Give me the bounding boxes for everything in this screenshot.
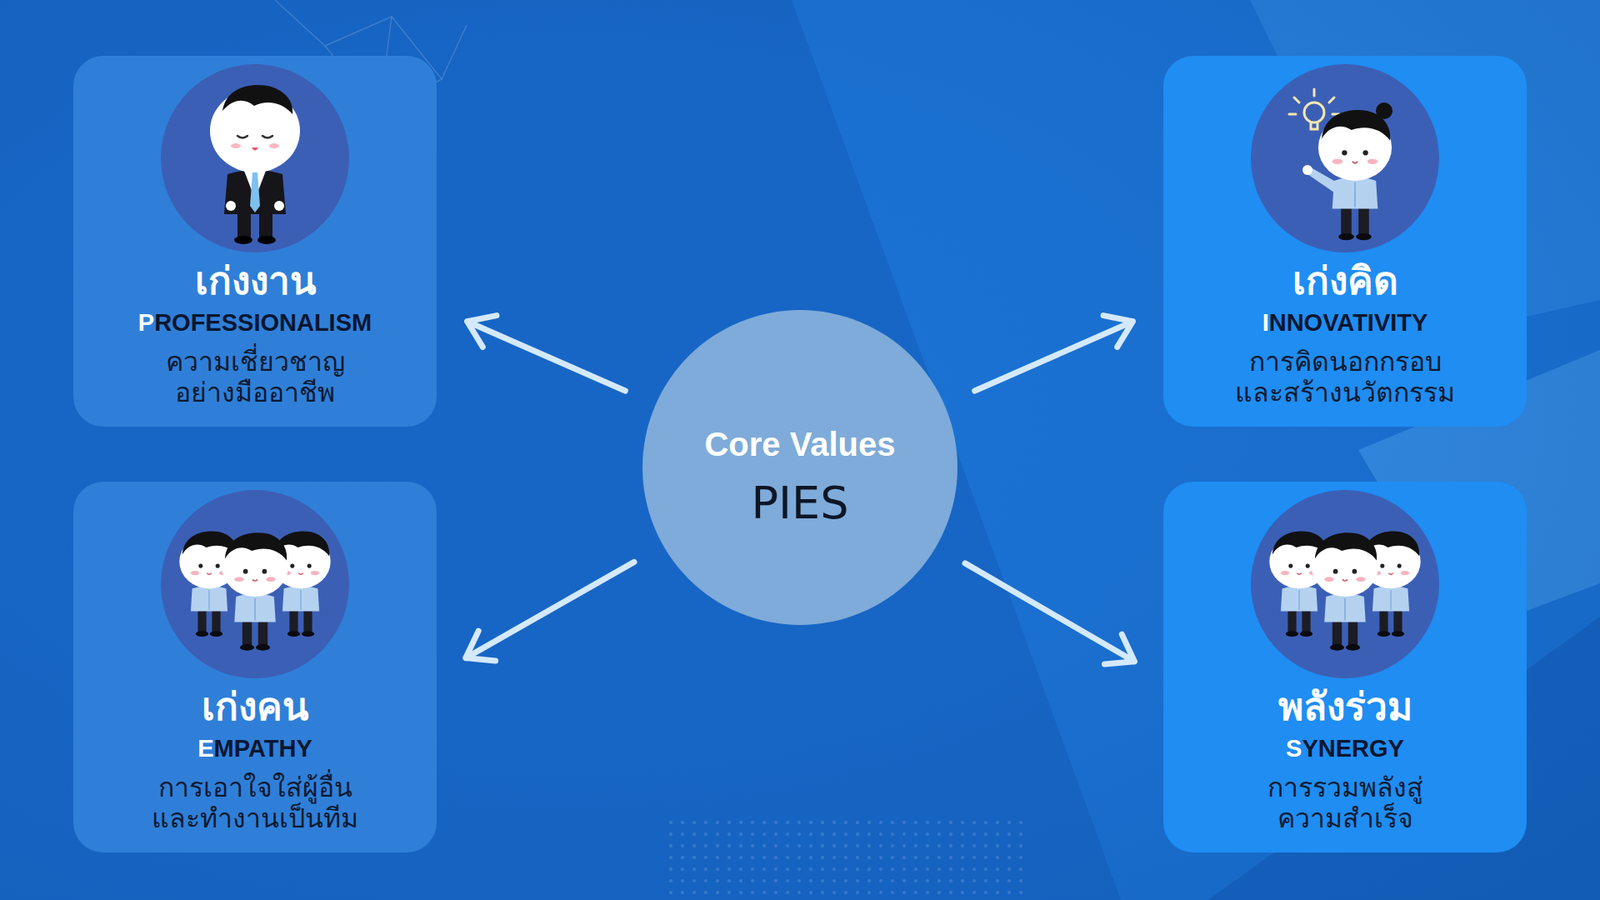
idea-illustration bbox=[1250, 64, 1440, 253]
arrow-connector bbox=[965, 563, 1135, 665]
value-description: การเอาใจใส่ผู้อื่น และทำงานเป็นทีม bbox=[90, 772, 420, 835]
core-heading: Core Values bbox=[704, 424, 895, 465]
core-circle: Core ValuesPIES bbox=[642, 310, 958, 625]
value-description: การคิดนอกกรอบ และสร้างนวัตกรรม bbox=[1180, 346, 1510, 409]
team-illustration bbox=[1250, 490, 1440, 679]
arrow-connector bbox=[975, 315, 1134, 391]
value-title: เก่งคน bbox=[90, 684, 420, 730]
arrow-connector bbox=[467, 315, 626, 391]
value-description: การรวมพลังสู่ ความสำเร็จ bbox=[1180, 772, 1510, 835]
value-name: EMPATHY bbox=[90, 734, 420, 763]
arrow-connector bbox=[465, 561, 635, 661]
professional-illustration bbox=[160, 64, 350, 253]
value-name: SYNERGY bbox=[1180, 734, 1510, 763]
value-card: เก่งคน EMPATHY การเอาใจใส่ผู้อื่น และทำงาน… bbox=[73, 481, 437, 853]
value-title: เก่งคิด bbox=[1180, 258, 1510, 304]
value-description: ความเชี่ยวชาญ อย่างมืออาชีพ bbox=[90, 346, 420, 409]
value-card: พลังร่วม SYNERGY การรวมพลังสู่ ความสำเร็จ bbox=[1163, 481, 1527, 853]
value-card: เก่งคิด INNOVATIVITY การคิดนอกกรอบ และสร้า… bbox=[1163, 55, 1527, 427]
team-illustration bbox=[160, 490, 350, 679]
value-card: เก่งงาน PROFESSIONALISM ความเชี่ยวชาญ อย่า… bbox=[73, 55, 437, 427]
value-name: INNOVATIVITY bbox=[1180, 308, 1510, 337]
value-title: พลังร่วม bbox=[1180, 684, 1510, 730]
value-title: เก่งงาน bbox=[90, 258, 420, 304]
value-name: PROFESSIONALISM bbox=[90, 308, 420, 337]
core-acronym: PIES bbox=[751, 477, 850, 530]
